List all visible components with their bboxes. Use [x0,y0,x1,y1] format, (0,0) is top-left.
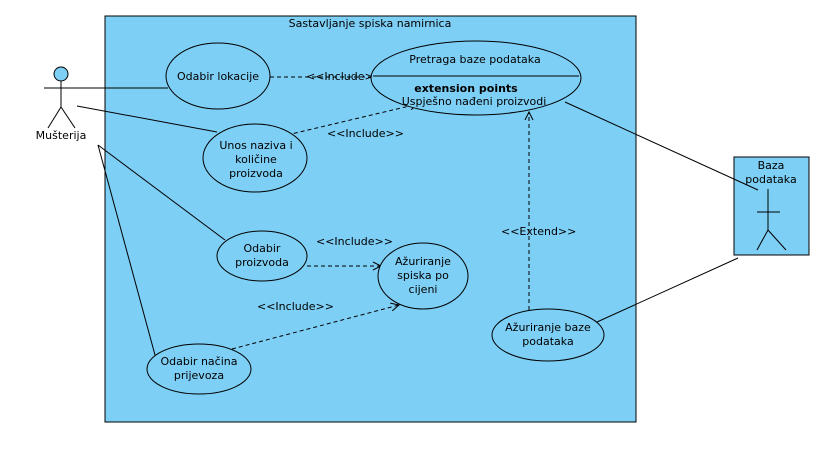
usecase-enter-name-line-3: proizvoda [229,167,283,180]
usecase-search-db-label: Pretraga baze podataka [409,53,540,66]
customer-actor: Mušterija [36,66,87,142]
extend-label-1: <<Extend>> [501,225,576,238]
usecase-update-db: Ažuriranje baze podataka [491,308,605,362]
extension-points-header: extension points [414,82,518,95]
usecase-update-list-line-2: spiska po [397,269,449,282]
database-actor-label-1: Baza [758,159,785,172]
dependencies [231,77,529,350]
usecase-update-list: Ažuriranje spiska po cijeni [377,242,469,310]
usecase-select-product-line-1: Odabir [244,242,281,255]
assoc-update-db [596,257,739,323]
usecase-select-transport-line-2: prijevoza [174,369,224,382]
include-enter-search [286,104,418,136]
usecase-select-transport-line-1: Odabir načina [161,355,238,368]
assoc-customer-product [97,144,226,241]
database-actor: Baza podataka [733,156,810,256]
database-stick-figure [756,189,787,251]
include-label-1: <<Include>> [306,70,383,83]
usecase-select-location-label: Odabir lokacije [177,70,259,83]
usecase-enter-name-line-2: količine [235,153,277,166]
usecase-select-product: Odabir proizvoda [216,230,308,282]
usecase-update-db-line-2: podataka [522,335,573,348]
usecase-update-list-line-1: Ažuriranje [395,255,451,268]
usecase-enter-name-line-1: Unos naziva i [219,139,292,152]
assoc-customer-enter [76,105,218,133]
customer-label: Mušterija [36,129,87,142]
usecase-select-product-line-2: proizvoda [235,256,289,269]
assoc-customer-transport [97,144,156,356]
include-label-4: <<Include>> [257,300,334,313]
usecase-search-db: Pretraga baze podataka extension points … [370,40,582,116]
database-actor-label-2: podataka [745,173,796,186]
include-label-3: <<Include>> [316,235,393,248]
include-label-2: <<Include>> [327,127,404,140]
customer-head [53,66,69,82]
associations [75,87,759,356]
assoc-search-db [564,101,759,191]
usecase-update-list-line-3: cijeni [409,283,438,296]
extension-point-item: Uspješno nađeni proizvodi [402,95,547,108]
usecase-enter-name: Unos naziva i količine proizvoda [202,123,308,193]
usecase-select-transport: Odabir načina prijevoza [146,343,252,395]
usecase-update-db-line-1: Ažuriranje baze [505,321,591,334]
usecase-select-location: Odabir lokacije [165,42,271,110]
system-title: Sastavljanje spiska namirnica [289,17,452,30]
include-transport-update [231,305,399,350]
